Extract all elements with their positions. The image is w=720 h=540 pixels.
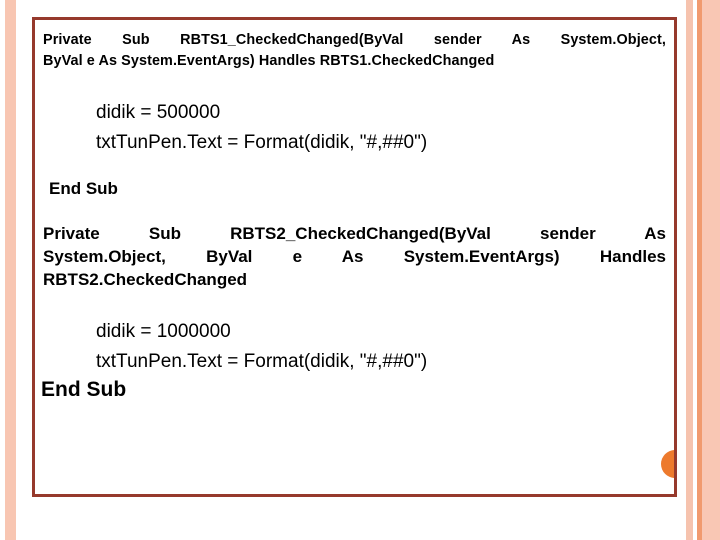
right-accent-stripe-orange <box>697 0 702 540</box>
sub1-end-sub: End Sub <box>49 179 118 198</box>
sub2-code-line-2: txtTunPen.Text = Format(didik, "#,##0") <box>96 351 428 372</box>
sub2-code-line-1: didik = 1000000 <box>96 321 231 342</box>
sub1-signature-line-2: ByVal e As System.EventArgs) Handles RBT… <box>43 53 495 69</box>
spacer-after-sub1-signature <box>41 72 668 98</box>
sub2-end-sub: End Sub <box>41 378 127 401</box>
spacer-before-sub1-end <box>41 158 668 178</box>
code-content-inner: Private Sub RBTS1_CheckedChanged(ByVal s… <box>35 20 674 494</box>
sub1-signature: Private Sub RBTS1_CheckedChanged(ByVal s… <box>41 30 668 72</box>
spacer-after-sub2-signature <box>41 291 668 317</box>
sub2-signature: Private Sub RBTS2_CheckedChanged(ByVal s… <box>41 222 668 291</box>
left-accent-stripe <box>5 0 16 540</box>
right-accent-stripe-outer <box>702 0 720 540</box>
sub1-code-line-2: txtTunPen.Text = Format(didik, "#,##0") <box>96 132 428 153</box>
sub2-signature-line-2: System.Object, ByVal e As System.EventAr… <box>43 247 666 266</box>
sub1-signature-line-1: Private Sub RBTS1_CheckedChanged(ByVal s… <box>43 32 666 48</box>
sub2-signature-line-1: Private Sub RBTS2_CheckedChanged(ByVal s… <box>43 224 666 243</box>
spacer-between-subs <box>41 200 668 222</box>
code-content-box: Private Sub RBTS1_CheckedChanged(ByVal s… <box>32 17 677 497</box>
sub2-signature-line-3: RBTS2.CheckedChanged <box>43 270 248 289</box>
sub1-code-line-1: didik = 500000 <box>96 102 221 123</box>
orange-bullet-icon <box>661 450 674 478</box>
right-accent-stripe-inner <box>686 0 693 540</box>
